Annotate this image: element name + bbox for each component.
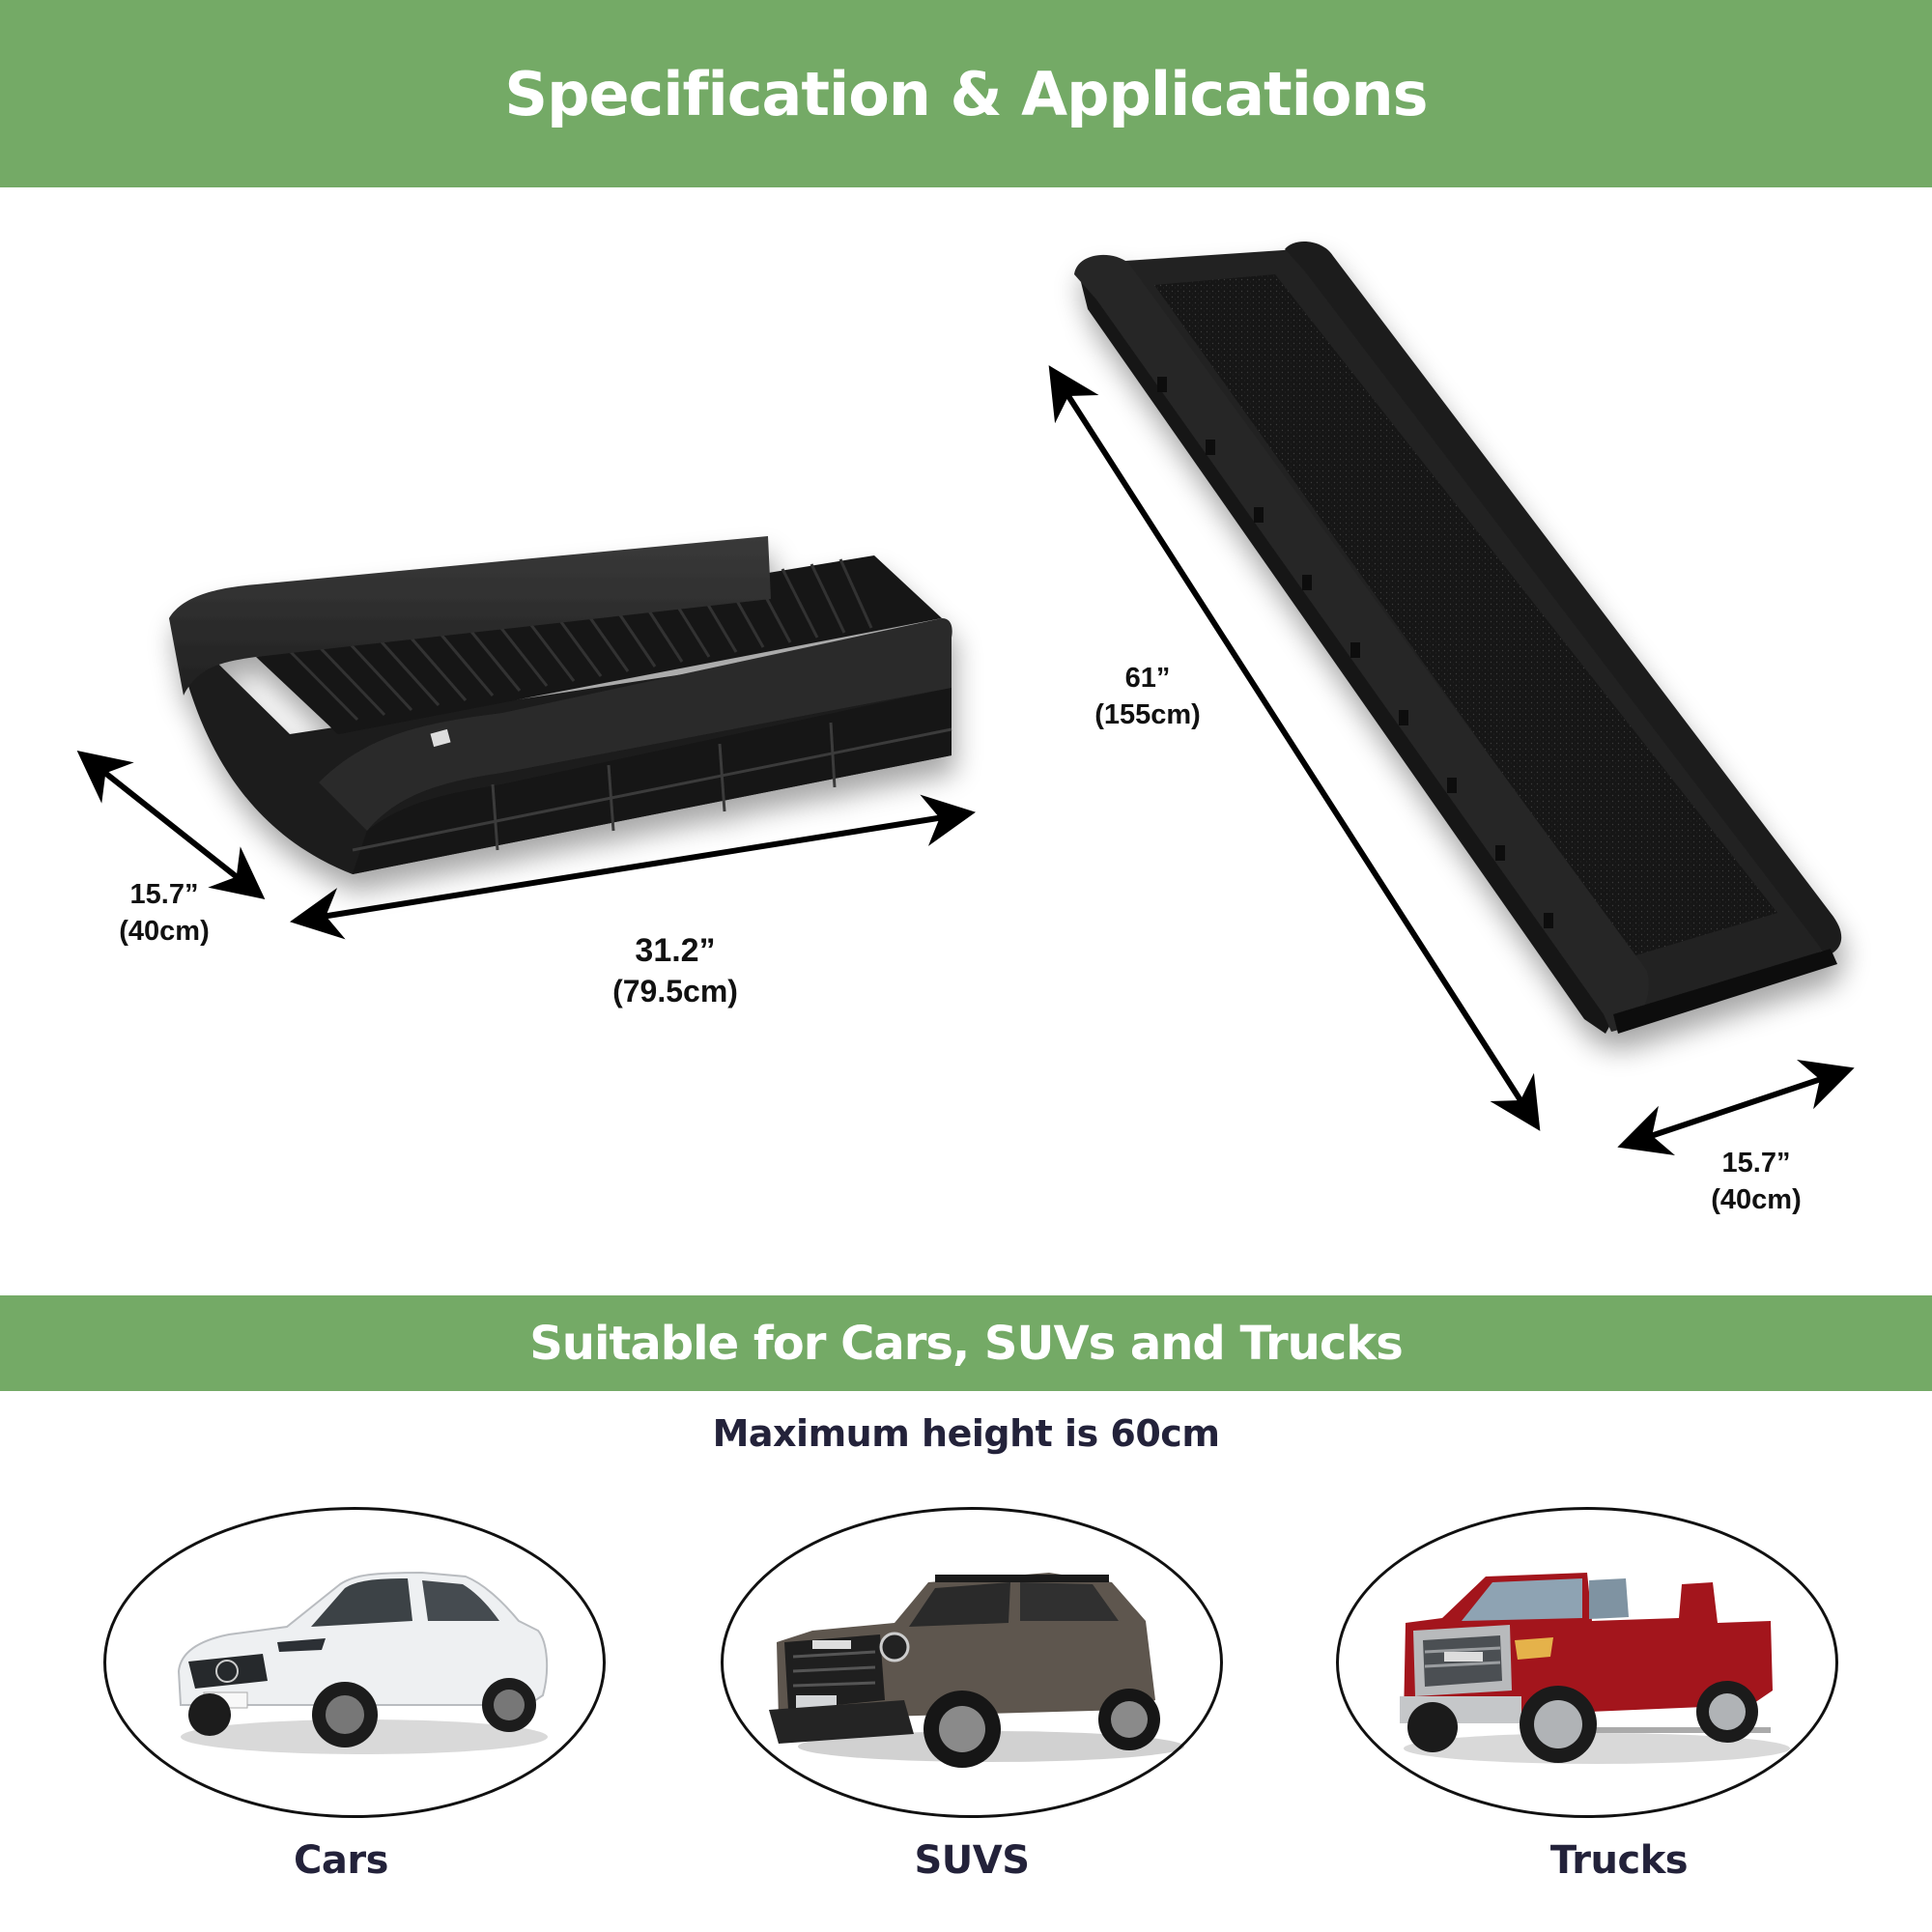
vehicle-card-trucks — [1336, 1507, 1838, 1818]
vehicle-card-cars — [103, 1507, 606, 1818]
pickup-truck-image — [1400, 1573, 1790, 1764]
folded-length-label: 31.2” (79.5cm) — [612, 929, 738, 1012]
folded-length-arrow — [290, 794, 976, 940]
unfolded-ramp-image — [1074, 241, 1842, 1034]
unfolded-length-arrow — [1048, 365, 1541, 1131]
unfolded-length-inches: 61” — [1124, 663, 1171, 694]
folded-length-cm: (79.5cm) — [612, 974, 738, 1009]
vehicle-label-suvs: SUVS — [914, 1838, 1030, 1883]
unfolded-length-cm: (155cm) — [1094, 698, 1201, 730]
suv-image — [769, 1573, 1184, 1768]
folded-width-inches: 15.7” — [129, 879, 199, 910]
unfolded-width-arrow — [1617, 1059, 1855, 1156]
unfolded-length-label: 61” (155cm) — [1094, 661, 1201, 733]
sedan-car-image — [177, 1571, 549, 1754]
max-height-note: Maximum height is 60cm — [712, 1412, 1220, 1455]
vehicle-card-suvs — [721, 1507, 1223, 1818]
folded-width-label: 15.7” (40cm) — [119, 877, 210, 950]
unfolded-width-label: 15.7” (40cm) — [1711, 1146, 1802, 1218]
folded-ramp-image — [169, 536, 952, 874]
page-title: Specification & Applications — [504, 58, 1428, 129]
folded-length-inches: 31.2” — [635, 932, 716, 969]
applications-band: Suitable for Cars, SUVs and Trucks — [0, 1295, 1932, 1391]
header-band: Specification & Applications — [0, 0, 1932, 187]
dimension-arrows — [76, 365, 1855, 1156]
folded-width-cm: (40cm) — [119, 915, 210, 947]
applications-title: Suitable for Cars, SUVs and Trucks — [529, 1316, 1404, 1371]
vehicle-label-cars: Cars — [294, 1838, 388, 1883]
unfolded-width-inches: 15.7” — [1721, 1148, 1791, 1179]
folded-width-arrow — [76, 750, 266, 900]
vehicle-label-trucks: Trucks — [1549, 1838, 1689, 1883]
unfolded-width-cm: (40cm) — [1711, 1183, 1802, 1215]
